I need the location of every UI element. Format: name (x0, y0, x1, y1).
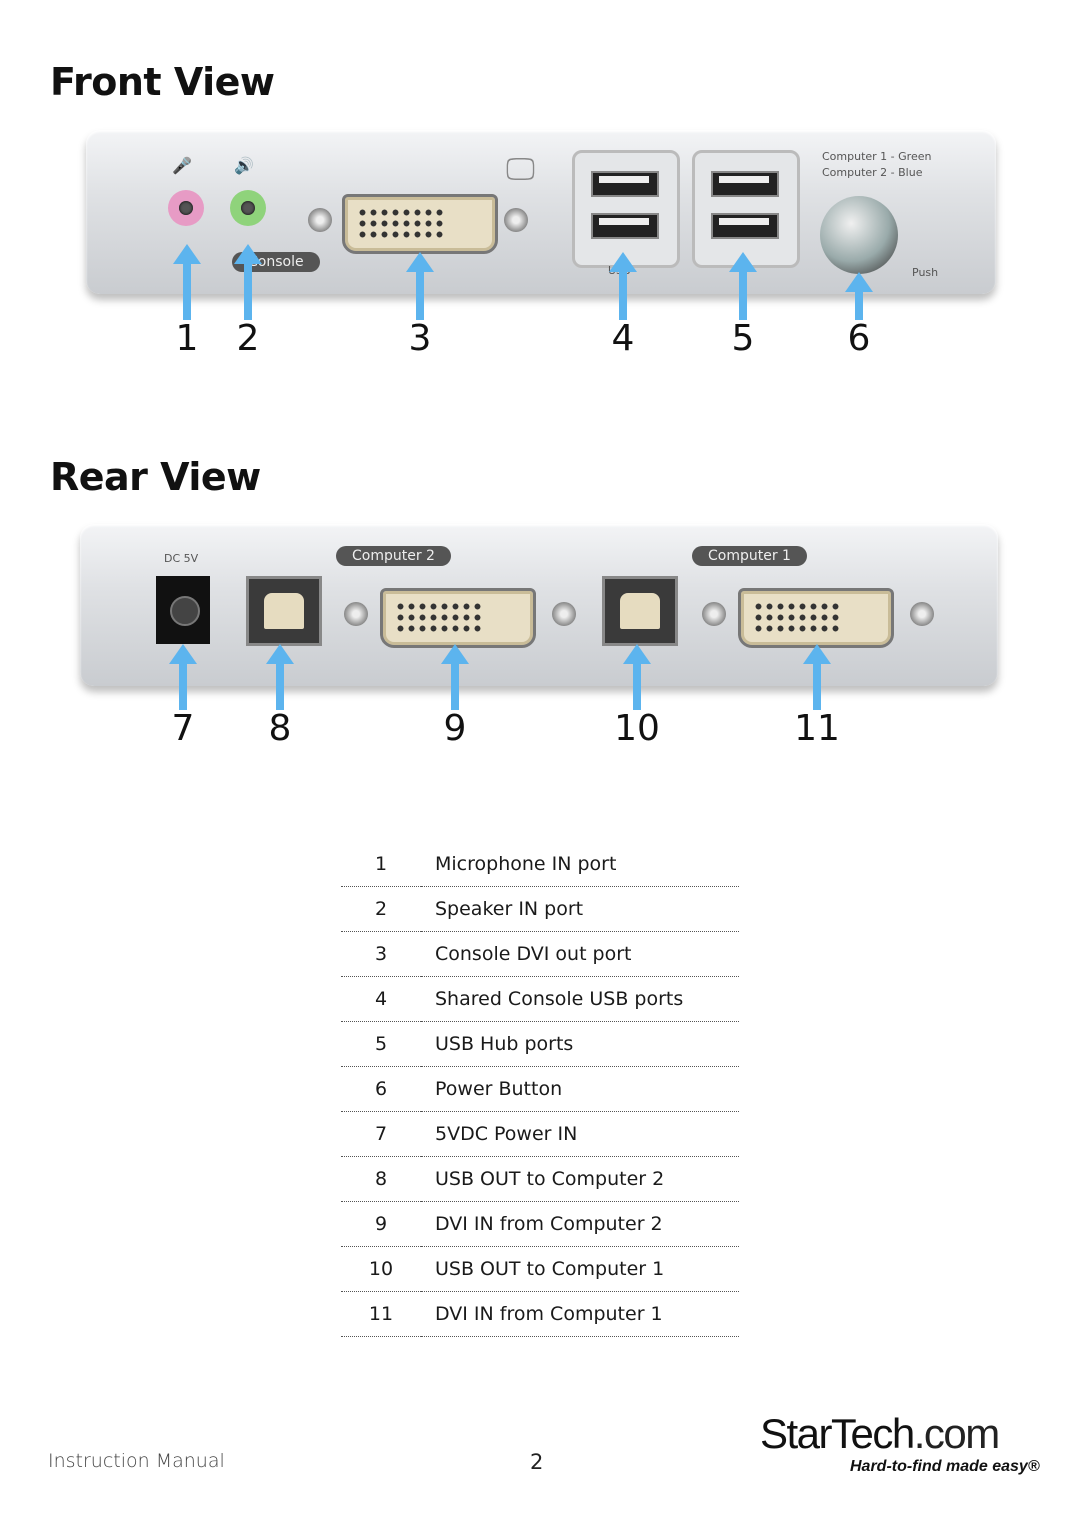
dvi-port-computer-2 (380, 588, 536, 648)
callout-11: 11 (794, 708, 840, 749)
startech-logo: StarTech.com Hard-to-find made easy® (760, 1410, 1040, 1475)
callout-arrow-4 (609, 252, 637, 320)
legend-number: 5 (341, 1021, 421, 1067)
legend-description: Microphone IN port (421, 842, 739, 887)
computer-1-label: Computer 1 (692, 546, 807, 566)
callout-7: 7 (171, 708, 195, 749)
callout-arrow-1 (173, 244, 201, 320)
callout-4: 4 (611, 318, 635, 359)
dc-label: DC 5V (164, 552, 199, 565)
legend-number: 1 (341, 842, 421, 887)
usb-a-port (591, 171, 659, 197)
callout-1: 1 (175, 318, 199, 359)
power-button[interactable] (820, 196, 898, 274)
dvi-screw (552, 602, 576, 626)
push-label: Push (912, 266, 939, 279)
callout-arrow-5 (729, 252, 757, 320)
dvi-screw (308, 208, 332, 232)
callout-arrow-7 (169, 644, 197, 710)
monitor-icon: 🖵 (506, 152, 535, 187)
callout-arrow-11 (803, 644, 831, 710)
callout-arrow-10 (623, 644, 651, 710)
usb-b-port-computer-2 (246, 576, 322, 646)
legend-number: 2 (341, 886, 421, 932)
callout-arrow-6 (845, 272, 873, 320)
legend-number: 6 (341, 1066, 421, 1112)
legend-description: Console DVI out port (421, 931, 739, 977)
callout-arrow-3 (406, 252, 434, 320)
microphone-icon: 🎤 (172, 156, 192, 175)
dvi-screw (910, 602, 934, 626)
callout-6: 6 (847, 318, 871, 359)
rear-view-title: Rear View (50, 455, 261, 499)
console-dvi-port (342, 194, 498, 254)
dvi-screw (504, 208, 528, 232)
legend-description: DVI IN from Computer 1 (421, 1291, 739, 1337)
usb-a-port (711, 171, 779, 197)
legend-description: 5VDC Power IN (421, 1111, 739, 1157)
legend-description: Shared Console USB ports (421, 976, 739, 1022)
legend-description: Speaker IN port (421, 886, 739, 932)
callout-10: 10 (614, 708, 660, 749)
callout-3: 3 (408, 318, 432, 359)
callout-arrow-9 (441, 644, 469, 710)
footer-manual-label: Instruction Manual (48, 1450, 225, 1472)
rear-panel-image: DC 5V Computer 2 Computer 1 (80, 524, 998, 686)
legend-number: 7 (341, 1111, 421, 1157)
legend-number: 9 (341, 1201, 421, 1247)
usb-hub-bay (692, 150, 800, 268)
legend-description: DVI IN from Computer 2 (421, 1201, 739, 1247)
computer-2-label: Computer 2 (336, 546, 451, 566)
microphone-jack (168, 190, 204, 226)
dc-power-jack (156, 576, 210, 644)
callout-2: 2 (236, 318, 260, 359)
speaker-icon: 🔊 (234, 156, 254, 175)
legend-description: USB OUT to Computer 2 (421, 1156, 739, 1202)
usb-b-port-computer-1 (602, 576, 678, 646)
callout-5: 5 (731, 318, 755, 359)
legend-number: 4 (341, 976, 421, 1022)
legend-number: 10 (341, 1246, 421, 1292)
dvi-screw (344, 602, 368, 626)
callout-arrow-8 (266, 644, 294, 710)
dvi-port-computer-1 (738, 588, 894, 648)
dvi-screw (702, 602, 726, 626)
legend-description: USB OUT to Computer 1 (421, 1246, 739, 1292)
callout-arrow-2 (234, 244, 262, 320)
legend-number: 3 (341, 931, 421, 977)
usb-a-port (711, 213, 779, 239)
speaker-jack (230, 190, 266, 226)
page-number: 2 (530, 1450, 544, 1474)
computer-1-led-label: Computer 1 - Green (822, 150, 932, 163)
legend-number: 11 (341, 1291, 421, 1337)
front-view-title: Front View (50, 60, 275, 104)
legend-description: Power Button (421, 1066, 739, 1112)
computer-2-led-label: Computer 2 - Blue (822, 166, 923, 179)
callout-9: 9 (443, 708, 467, 749)
shared-usb-bay (572, 150, 680, 268)
callout-8: 8 (268, 708, 292, 749)
legend-description: USB Hub ports (421, 1021, 739, 1067)
front-panel-image: 🎤 🔊 Console 🖵 USB Computer 1 - Green Com… (86, 130, 996, 294)
usb-a-port (591, 213, 659, 239)
legend-number: 8 (341, 1156, 421, 1202)
